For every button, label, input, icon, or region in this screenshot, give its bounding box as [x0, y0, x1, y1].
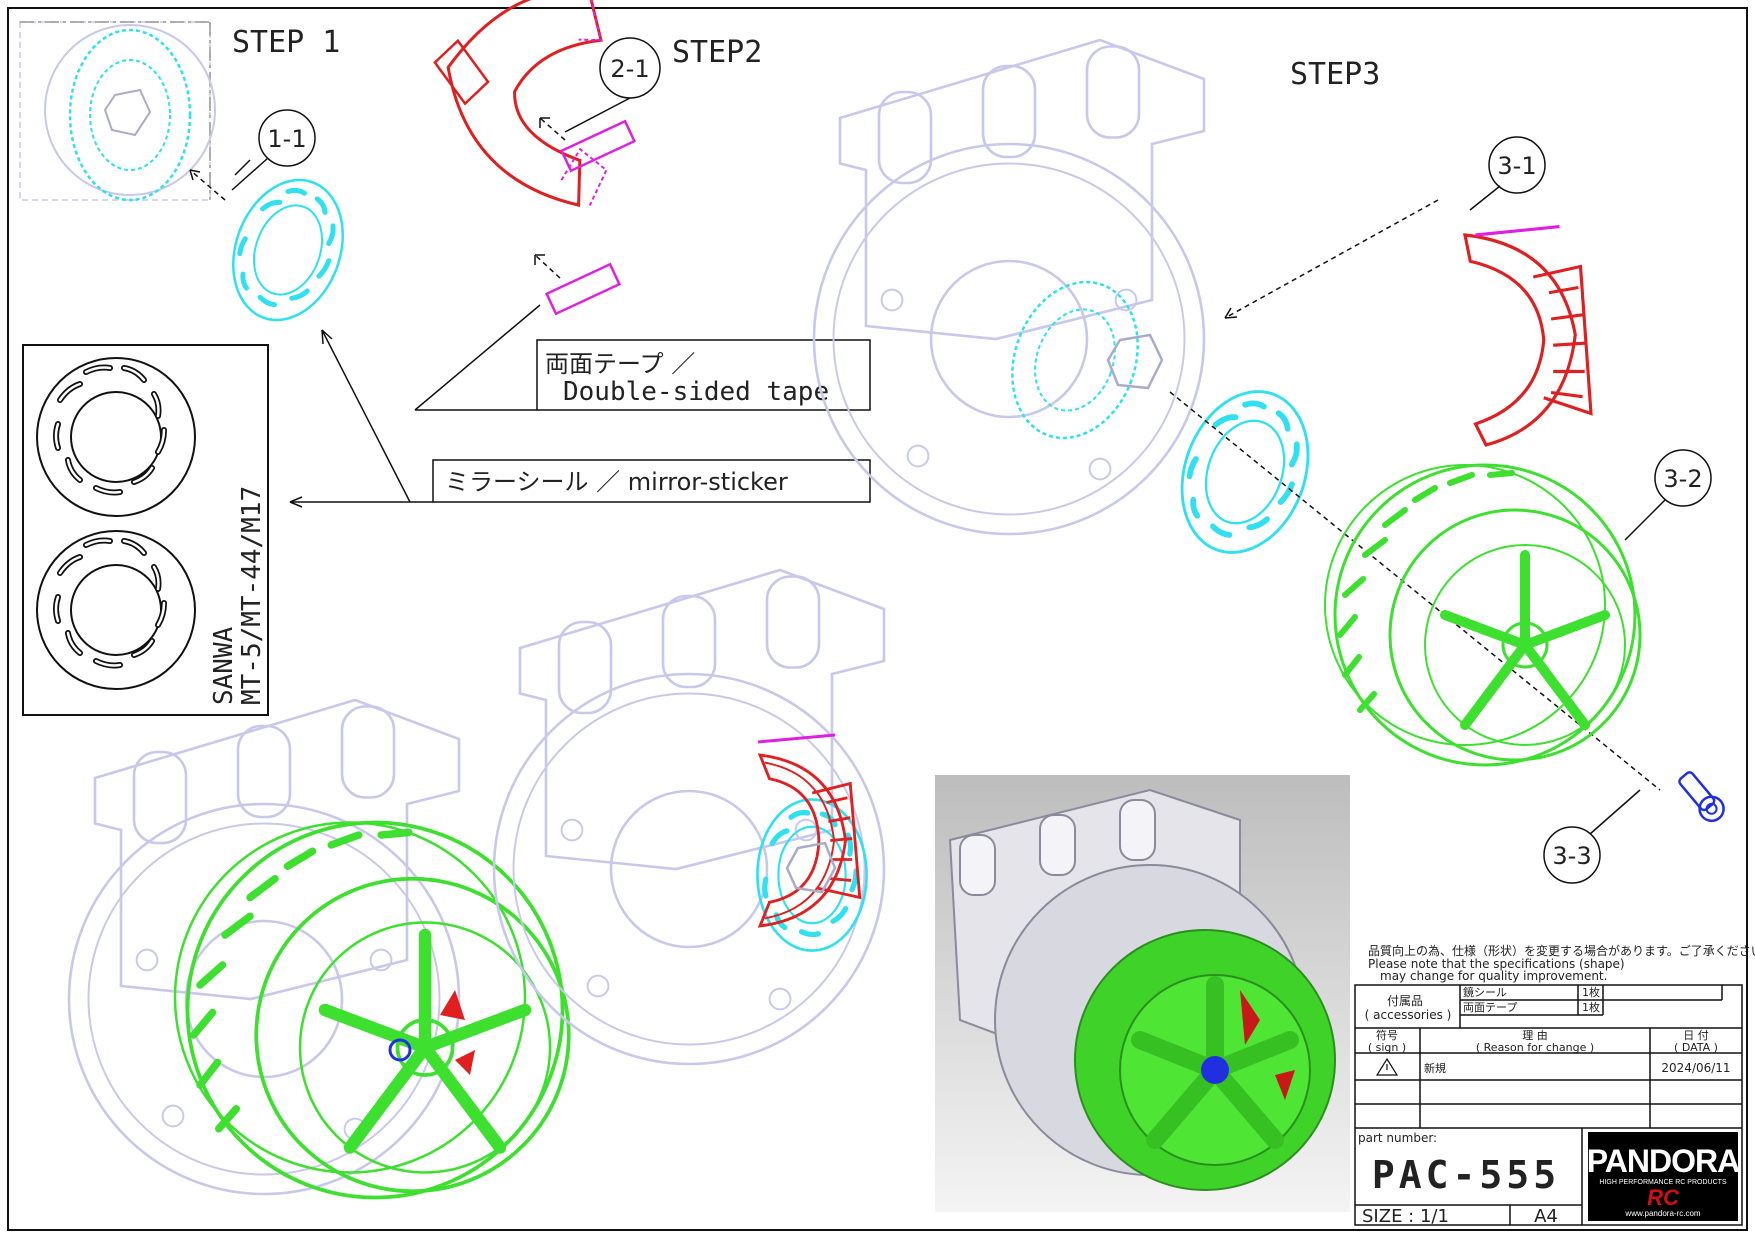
svg-text:3-2: 3-2: [1663, 465, 1702, 493]
step2-title: STEP2: [672, 35, 762, 70]
svg-text:付属品: 付属品: [1387, 994, 1423, 1008]
tape-label-box: 両面テープ ／ Double-sided tape: [414, 304, 871, 411]
svg-text:Double-sided tape: Double-sided tape: [563, 377, 829, 407]
svg-text:may change for quality improve: may change for quality improvement.: [1380, 969, 1607, 983]
rotor-ghost-step3: [1011, 280, 1139, 440]
step1-title: STEP 1: [232, 25, 340, 60]
sheet-border: [7, 7, 1748, 1231]
svg-text:SIZE : 1/1: SIZE : 1/1: [1362, 1206, 1449, 1227]
assembled-view-left: [67, 698, 569, 1198]
svg-text:新規: 新規: [1424, 1061, 1446, 1075]
svg-text:2-1: 2-1: [610, 55, 649, 83]
svg-text:A4: A4: [1534, 1206, 1558, 1227]
step3-group: STEP3: [812, 38, 1725, 823]
svg-text:3-1: 3-1: [1497, 152, 1536, 180]
tape-piece-upper: [559, 119, 637, 173]
svg-text:ミラーシール ／ mirror-sticker: ミラーシール ／ mirror-sticker: [445, 468, 788, 496]
step3-title: STEP3: [1290, 57, 1380, 92]
caliper-step3: [1463, 225, 1593, 447]
callout-3-1: 3-1: [1469, 136, 1546, 211]
callout-2-1: 2-1: [564, 37, 661, 133]
svg-text:SANWA: SANWA: [209, 626, 239, 705]
render-photo: [935, 775, 1350, 1212]
title-block-text: 付属品 ( accessories ) 鏡シール 1枚 両面テープ 1枚 符号 …: [1358, 985, 1731, 1227]
acc-item-0-name: 鏡シール: [1463, 985, 1507, 999]
svg-text:日 付: 日 付: [1683, 1029, 1709, 1042]
svg-text:Please note that the specifica: Please note that the specifications (sha…: [1368, 957, 1625, 971]
pandora-rc-logo: PANDORA HIGH PERFORMANCE RC PRODUCTS RC …: [1587, 1132, 1741, 1221]
svg-text:両面テープ ／: 両面テープ ／: [545, 350, 695, 378]
svg-text:part number:: part number:: [1358, 1131, 1437, 1145]
svg-text:( accessories ): ( accessories ): [1365, 1008, 1452, 1022]
callout-1-1: 1-1: [231, 109, 316, 191]
step1-group: STEP 1: [19, 21, 362, 336]
svg-text:MT-5/MT-44/M17: MT-5/MT-44/M17: [237, 486, 267, 705]
svg-text:3-3: 3-3: [1552, 842, 1591, 870]
svg-text:www.pandora-rc.com: www.pandora-rc.com: [1624, 1209, 1700, 1218]
acc-item-1-name: 両面テープ: [1463, 1001, 1517, 1014]
acc-item-0-qty: 1枚: [1582, 985, 1600, 999]
rotor-sticker-step3: [1160, 374, 1329, 571]
step2-group: STEP2: [433, 0, 762, 316]
revision-triangle-icon: [1375, 1057, 1399, 1076]
svg-text:1-1: 1-1: [267, 125, 306, 153]
svg-text:( DATA ): ( DATA ): [1674, 1041, 1718, 1054]
svg-text:( Reason for change ): ( Reason for change ): [1476, 1041, 1594, 1054]
acc-item-1-qty: 1枚: [1582, 1000, 1600, 1014]
wheel-step3: [1325, 465, 1640, 765]
assembled-view-middle: [492, 568, 886, 1066]
sanwa-rotor-inset: SANWA MT-5/MT-44/M17: [22, 344, 269, 716]
caliper-step2: [433, 0, 608, 207]
svg-text:理 由: 理 由: [1522, 1028, 1548, 1042]
rotor-installed-step1: [68, 28, 192, 202]
callout-3-2: 3-2: [1624, 449, 1712, 541]
mirror-label-box: ミラーシール ／ mirror-sticker: [289, 329, 871, 508]
part-number: PAC-555: [1372, 1153, 1560, 1197]
rotor-sticker-1-1: [215, 165, 362, 336]
svg-text:RC: RC: [1647, 1185, 1680, 1210]
svg-text:PANDORA: PANDORA: [1587, 1143, 1740, 1179]
svg-text:符号: 符号: [1376, 1029, 1398, 1042]
svg-text:2024/06/11: 2024/06/11: [1661, 1061, 1730, 1075]
svg-text:( sign ): ( sign ): [1368, 1041, 1406, 1054]
tape-piece-lower: [544, 262, 622, 316]
svg-text:HIGH PERFORMANCE RC PRODUCTS: HIGH PERFORMANCE RC PRODUCTS: [1599, 1179, 1727, 1186]
svg-text:品質向上の為、仕様（形状）を変更する場合があります。ご了承く: 品質向上の為、仕様（形状）を変更する場合があります。ご了承ください。: [1368, 943, 1755, 958]
spec-notice: 品質向上の為、仕様（形状）を変更する場合があります。ご了承ください。 Pleas…: [1368, 943, 1755, 983]
bolt-3-3: [1678, 771, 1725, 823]
callout-3-3: 3-3: [1543, 789, 1641, 884]
